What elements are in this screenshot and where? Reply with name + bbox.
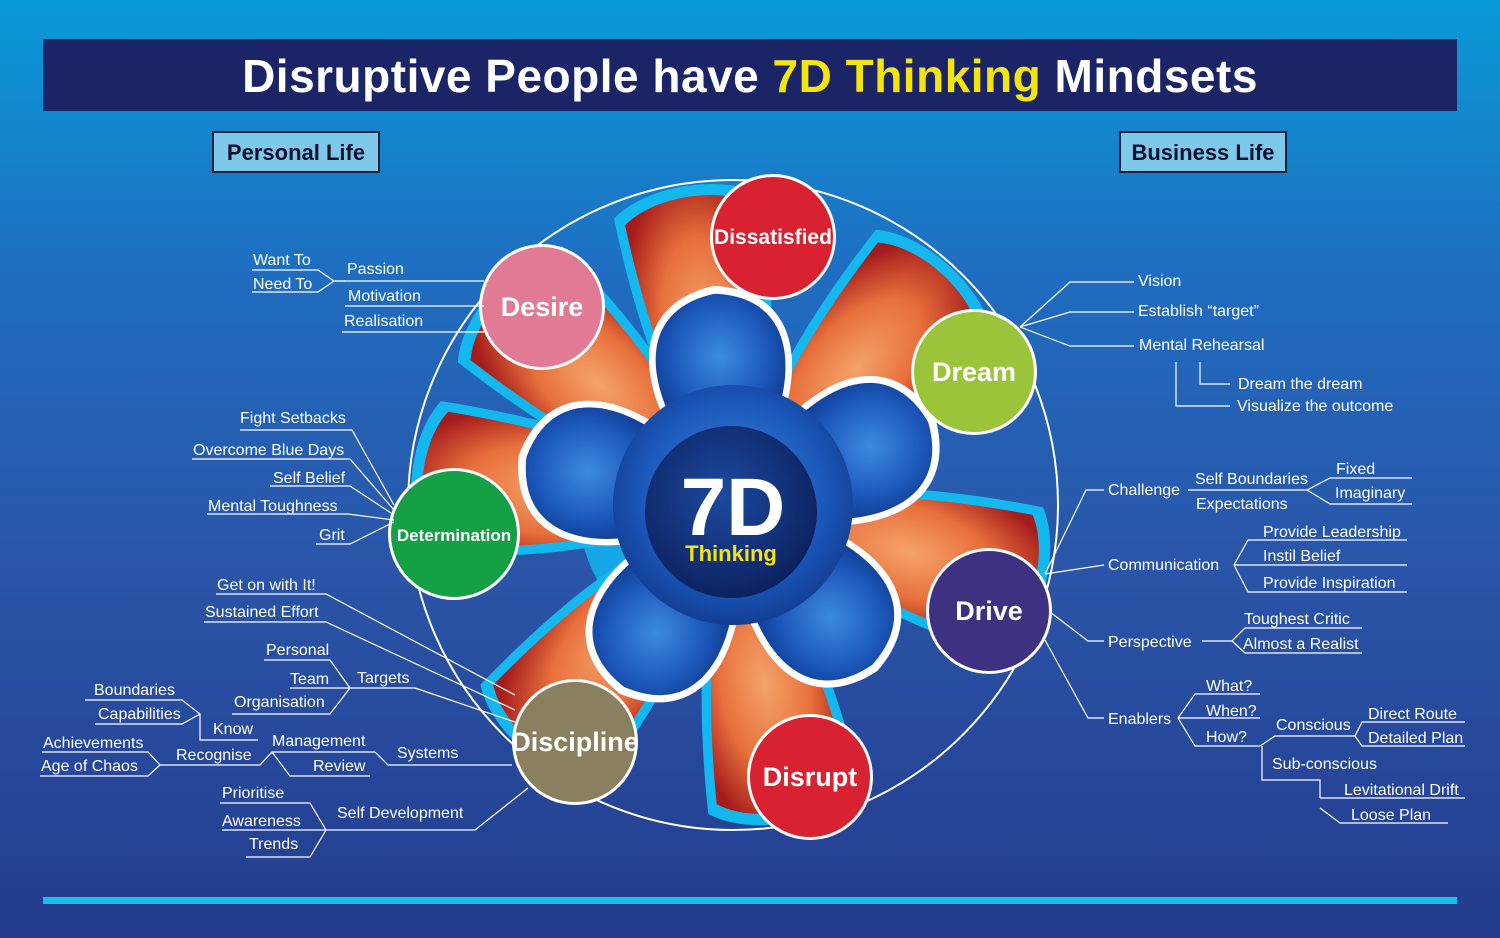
label-self-belief: Self Belief [273, 470, 346, 487]
label-levitational-drift: Levitational Drift [1344, 782, 1459, 799]
disrupt-label: Disrupt [763, 762, 858, 792]
label-know: Know [213, 721, 253, 738]
label-dream-the-dream: Dream the dream [1238, 376, 1363, 393]
label-motivation: Motivation [348, 288, 421, 305]
label-instil-belief: Instil Belief [1263, 548, 1341, 565]
label-prioritise: Prioritise [222, 785, 284, 802]
label-direct-route: Direct Route [1368, 706, 1457, 723]
determination-label: Determination [397, 526, 511, 545]
label-sustained-effort: Sustained Effort [205, 604, 319, 621]
label-provide-inspiration: Provide Inspiration [1263, 575, 1396, 592]
label-sub-conscious: Sub-conscious [1272, 756, 1377, 773]
node-disrupt: Disrupt [747, 714, 873, 840]
label-how: How? [1206, 729, 1247, 746]
label-review: Review [313, 758, 366, 775]
dream-label: Dream [932, 357, 1016, 387]
label-enablers: Enablers [1108, 711, 1171, 728]
label-mental-rehearsal: Mental Rehearsal [1139, 337, 1264, 354]
label-self-development: Self Development [337, 805, 464, 822]
label-age-of-chaos: Age of Chaos [41, 758, 138, 775]
label-recognise: Recognise [176, 747, 252, 764]
center-7d: 7D [681, 462, 786, 553]
label-capabilities: Capabilities [98, 706, 181, 723]
label-self-boundaries: Self Boundaries [1195, 471, 1308, 488]
dissatisfied-label: Dissatisfied [714, 226, 832, 249]
drive-label: Drive [955, 596, 1023, 626]
label-management: Management [272, 733, 366, 750]
label-visualize-outcome: Visualize the outcome [1237, 398, 1393, 415]
label-realisation: Realisation [344, 313, 423, 330]
label-when: When? [1206, 703, 1257, 720]
label-challenge: Challenge [1108, 482, 1180, 499]
label-team: Team [290, 671, 329, 688]
label-passion: Passion [347, 261, 404, 278]
label-grit: Grit [319, 527, 345, 544]
node-determination: Determination [388, 468, 520, 600]
discipline-label: Discipline [511, 727, 639, 757]
label-boundaries: Boundaries [94, 682, 175, 699]
bottom-rule [43, 897, 1457, 904]
label-get-on-with-it: Get on with It! [217, 577, 316, 594]
label-communication: Communication [1108, 557, 1219, 574]
label-imaginary: Imaginary [1335, 485, 1405, 502]
label-mental-toughness: Mental Toughness [208, 498, 338, 515]
label-vision: Vision [1138, 273, 1181, 290]
label-trends: Trends [249, 836, 298, 853]
label-establish-target: Establish “target” [1138, 303, 1259, 320]
label-want-to: Want To [253, 252, 311, 269]
label-toughest-critic: Toughest Critic [1244, 611, 1350, 628]
label-provide-leadership: Provide Leadership [1263, 524, 1401, 541]
desire-label: Desire [501, 292, 584, 322]
label-expectations: Expectations [1196, 496, 1288, 513]
label-conscious: Conscious [1276, 717, 1351, 734]
node-desire: Desire [479, 244, 605, 370]
center-thinking: Thinking [685, 541, 777, 566]
label-achievements: Achievements [43, 735, 144, 752]
label-loose-plan: Loose Plan [1351, 807, 1431, 824]
label-organisation: Organisation [234, 694, 325, 711]
label-what: What? [1206, 678, 1252, 695]
label-fixed: Fixed [1336, 461, 1375, 478]
label-personal: Personal [266, 642, 329, 659]
node-discipline: Discipline [511, 679, 639, 805]
node-drive: Drive [926, 548, 1052, 674]
label-awareness: Awareness [222, 813, 301, 830]
label-detailed-plan: Detailed Plan [1368, 730, 1463, 747]
label-almost-realist: Almost a Realist [1243, 636, 1359, 653]
node-dream: Dream [911, 309, 1037, 435]
label-fight-setbacks: Fight Setbacks [240, 410, 346, 427]
label-need-to: Need To [253, 276, 312, 293]
label-targets: Targets [357, 670, 409, 687]
node-dissatisfied: Dissatisfied [710, 174, 836, 300]
label-perspective: Perspective [1108, 634, 1192, 651]
label-systems: Systems [397, 745, 458, 762]
label-overcome-blue-days: Overcome Blue Days [193, 442, 344, 459]
